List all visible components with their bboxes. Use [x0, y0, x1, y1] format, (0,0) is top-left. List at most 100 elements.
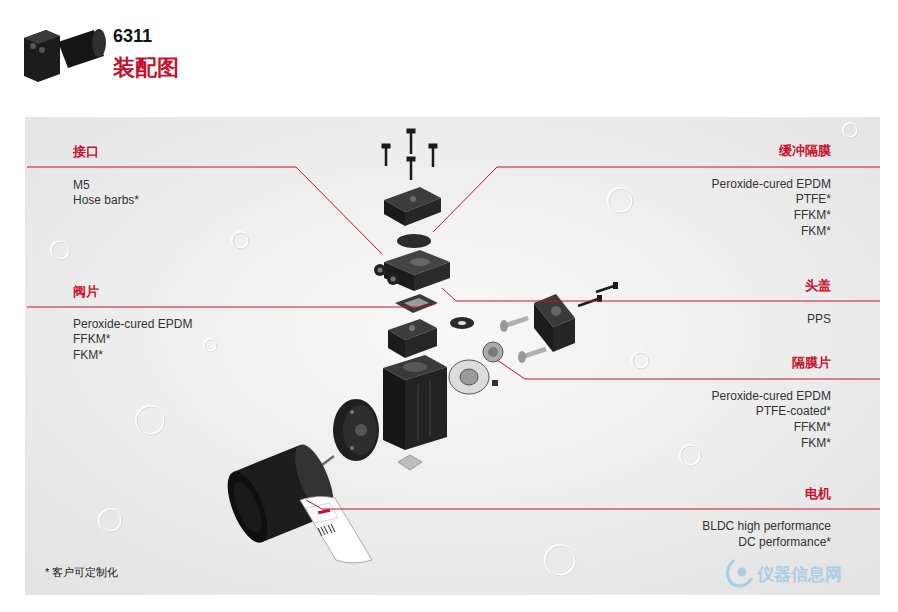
screws-part [429, 144, 437, 148]
port-plate-part [387, 273, 399, 285]
motor-part [219, 440, 341, 548]
water-drops-part [546, 546, 576, 576]
water-drops-part [205, 340, 217, 352]
material-item: FKM* [73, 348, 103, 363]
water-drops [51, 123, 858, 576]
pump-housing-part [383, 368, 405, 450]
water-drops-part [52, 242, 70, 260]
motor-label-sheet-part [300, 496, 372, 563]
screws-part [596, 286, 614, 292]
water-drops-part [233, 233, 249, 249]
pump-thumbnail-part [39, 47, 45, 53]
valve-gasket [395, 294, 438, 313]
head-cover-part [405, 198, 441, 226]
leader-lines [27, 167, 880, 509]
background-panel [25, 117, 880, 595]
material-item: FFKM* [794, 208, 831, 223]
leader-lines-part [433, 167, 880, 232]
water-drops-part [681, 446, 701, 466]
water-drops-part [232, 232, 248, 248]
motor-flange-part [343, 405, 377, 455]
screws [382, 129, 437, 180]
motor-flange-part [350, 410, 354, 414]
motor-label-sheet-part-part [324, 526, 328, 534]
callout-heading: 阀片 [73, 284, 99, 300]
motor-part-part [219, 466, 275, 548]
material-item: FKM* [801, 224, 831, 239]
screws-part [407, 157, 415, 161]
screws-part [613, 282, 618, 289]
screws-part [578, 299, 598, 306]
motor-label-sheet-part-part [318, 528, 322, 536]
material-item: PTFE-coated* [756, 404, 831, 419]
end-plate-part [553, 318, 575, 352]
motor-flange-part [333, 399, 379, 461]
buffer-diaphragm [397, 234, 431, 248]
material-item: PTFE* [796, 192, 831, 207]
motor-label-sheet-part [318, 524, 335, 536]
port-plate-part [391, 277, 396, 282]
pump-housing-part [403, 362, 427, 372]
water-drops-part [632, 352, 648, 368]
port-plate-part [378, 268, 383, 273]
motor-label-sheet-part [306, 503, 338, 523]
water-drops-part [843, 123, 857, 137]
end-plate-part [551, 306, 561, 316]
material-item: Peroxide-cured EPDM [712, 389, 831, 404]
water-drops-part [51, 241, 69, 259]
water-drops-part [100, 510, 122, 532]
valve-block-part [405, 328, 437, 358]
diaphragm-parts-part [460, 369, 478, 385]
watermark-logo-part [727, 560, 752, 586]
head-cover-part [384, 200, 405, 226]
valve-gasket-part [395, 294, 438, 313]
head-cover [384, 187, 441, 226]
water-drops-part [680, 445, 700, 465]
motor-label-sheet-part-part [331, 524, 335, 532]
leader-lines-part [27, 304, 435, 307]
port-plate-part [384, 262, 414, 291]
end-plate [534, 294, 575, 352]
motor-part-part [228, 478, 267, 536]
head-cover-part [410, 196, 416, 202]
material-item: PPS [807, 312, 831, 327]
motor-flange-part [355, 424, 367, 436]
pump-housing-part [430, 381, 431, 436]
material-item: FFKM* [794, 420, 831, 435]
port-plate [374, 250, 450, 291]
diaphragm-parts-part [488, 347, 498, 357]
water-drops-part [136, 406, 164, 434]
material-item: Peroxide-cured EPDM [712, 177, 831, 192]
port-plate-part [374, 264, 386, 276]
diaphragm-parts-part [449, 360, 489, 394]
callout-heading: 电机 [805, 486, 831, 502]
diaphragm-parts [449, 317, 503, 394]
watermark: 仪器信息网 [757, 564, 842, 585]
motor-label-sheet-part [318, 509, 330, 514]
motor-flange [333, 399, 379, 461]
water-drops-part [608, 188, 632, 212]
water-drops-part [137, 407, 165, 435]
callout-heading: 缓冲隔膜 [779, 143, 831, 159]
pump-housing-part [405, 367, 447, 450]
end-plate-part [534, 303, 553, 352]
screws [500, 282, 618, 363]
thermal-pad [398, 455, 422, 470]
callout-heading: 接口 [73, 144, 99, 160]
watermark-logo-part [739, 569, 745, 575]
screws-part [410, 133, 413, 154]
water-drops-part [204, 339, 216, 351]
leader-lines-part [27, 167, 382, 254]
diaphragm-parts-part [492, 380, 498, 386]
water-drops-part [633, 353, 649, 369]
screws-part [432, 148, 435, 167]
screws-part [410, 161, 413, 180]
screws-part [500, 320, 508, 332]
motor-label-sheet [300, 496, 372, 563]
diaphragm-parts-part [458, 321, 466, 325]
material-item: M5 [73, 178, 90, 193]
pump-thumbnail-part [30, 43, 36, 49]
pump-thumbnail-part [24, 30, 60, 82]
screws-part [518, 351, 526, 363]
